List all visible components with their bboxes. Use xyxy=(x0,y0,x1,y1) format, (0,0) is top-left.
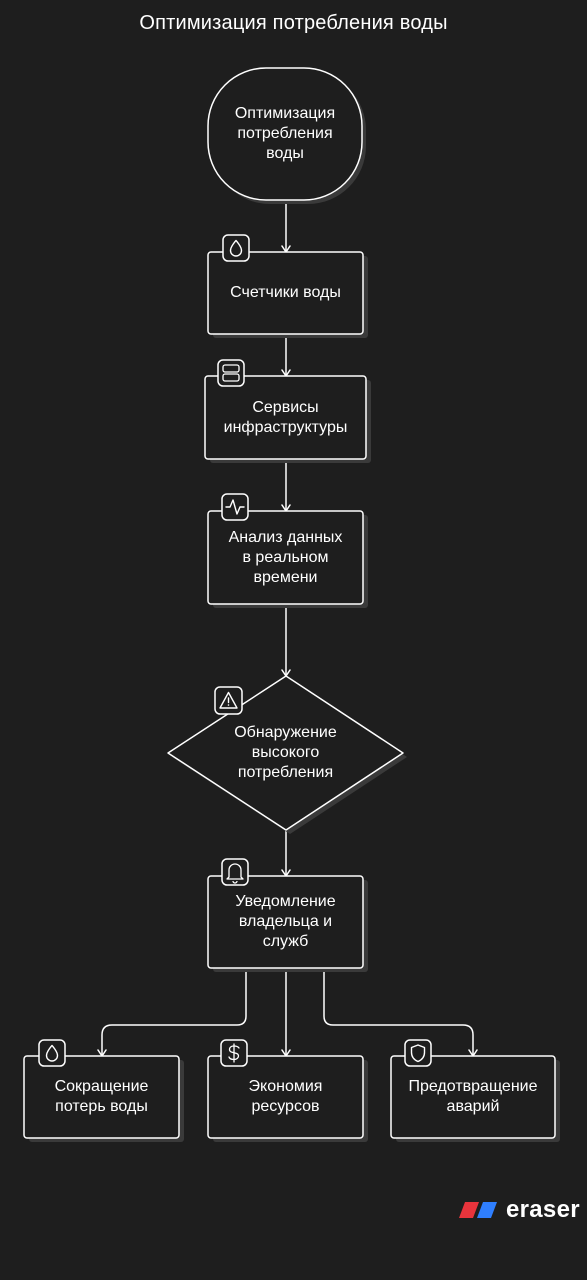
warning-icon xyxy=(214,686,243,715)
droplet-icon xyxy=(222,234,250,262)
node-notify xyxy=(207,875,368,972)
shield-icon xyxy=(404,1039,432,1067)
node-start-label: Оптимизация потребления воды xyxy=(234,105,336,162)
edge-notify-loss xyxy=(97,968,247,1058)
node-loss-label: Сокращение потерь воды xyxy=(54,1078,149,1115)
activity-icon xyxy=(221,493,249,521)
server-icon xyxy=(217,359,245,387)
diagram-title: Оптимизация потребления воды xyxy=(139,12,448,34)
dollar-icon xyxy=(220,1039,248,1067)
node-analysis-label: Анализ данных в реальном времени xyxy=(228,528,343,586)
edge-notify-prevent xyxy=(323,968,478,1058)
node-meters-label: Счетчики воды xyxy=(230,284,341,301)
edges xyxy=(97,202,478,1058)
node-meters xyxy=(207,251,368,338)
eraser-logo-text: eraser xyxy=(506,1196,580,1223)
eraser-logo-mark xyxy=(459,1202,497,1218)
node-start xyxy=(207,67,366,204)
node-prevent-label: Предотвращение аварий xyxy=(408,1078,538,1115)
eraser-logo: eraser xyxy=(458,1196,580,1224)
bell-icon xyxy=(221,858,249,886)
node-prevent xyxy=(390,1055,560,1142)
node-economy-label: Экономия ресурсов xyxy=(248,1078,323,1115)
node-notify-label: Уведомление владельца и служб xyxy=(235,893,336,950)
node-loss xyxy=(23,1055,184,1142)
droplet-icon xyxy=(38,1039,66,1067)
node-infra-label: Сервисы инфраструктуры xyxy=(223,398,348,436)
node-infra xyxy=(204,375,371,463)
node-economy xyxy=(207,1055,368,1142)
node-detect xyxy=(167,675,407,834)
node-detect-label: Обнаружение высокого потребления xyxy=(234,724,337,781)
node-analysis xyxy=(207,510,368,608)
